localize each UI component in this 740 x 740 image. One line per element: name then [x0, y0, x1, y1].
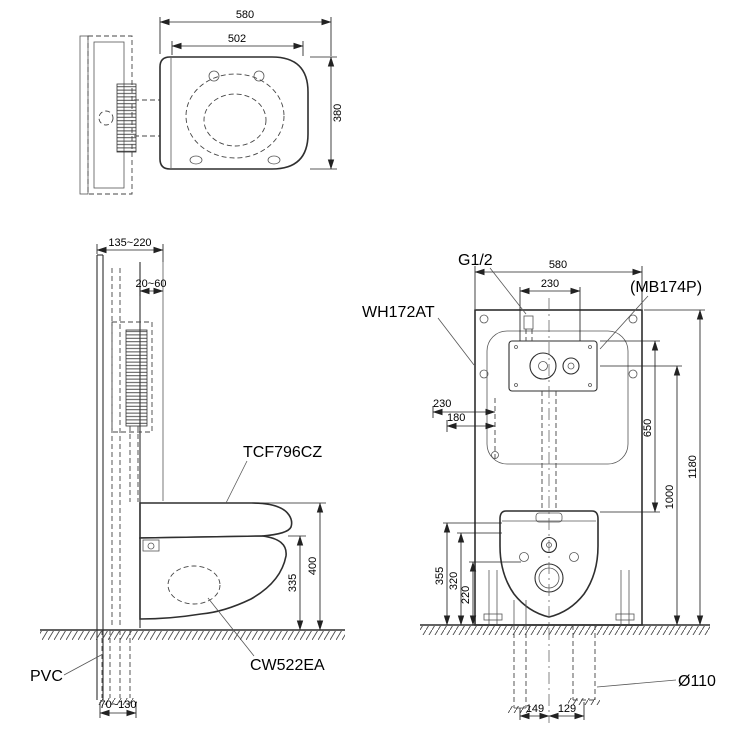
flush-valve-large	[529, 352, 557, 380]
dim-220: 220	[460, 561, 521, 626]
trap-hidden-line	[167, 565, 221, 605]
frame-panel-outline	[486, 330, 629, 465]
label-g12: G1/2	[458, 252, 527, 315]
inwall-frame-plan	[79, 35, 160, 195]
dim-400: 400	[252, 502, 326, 631]
dim-580-front: 580	[474, 259, 643, 309]
dim-20-60: 20~60	[136, 278, 167, 296]
cistern-side	[111, 321, 153, 502]
dim-text-20-60: 20~60	[136, 278, 167, 290]
dim-580-plan: 580	[159, 9, 332, 56]
drain-pipes-side	[97, 630, 137, 705]
label-tcf796cz: TCF796CZ	[225, 444, 322, 504]
dim-355: 355	[434, 522, 502, 626]
label-text-mb174p: (MB174P)	[630, 279, 702, 296]
dim-text-400: 400	[307, 557, 319, 575]
pipe-end-hatch-side	[97, 698, 137, 705]
toilet-plan	[159, 56, 309, 170]
dim-180-left: 180	[446, 412, 496, 432]
washlet-seat-side	[139, 502, 293, 539]
label-text-tcf796cz: TCF796CZ	[243, 444, 322, 461]
dim-129: 129	[548, 702, 585, 720]
dim-text-502-plan: 502	[228, 33, 246, 45]
label-wh172at: WH172AT	[362, 304, 475, 366]
dim-650: 650	[600, 340, 660, 513]
drain-pipe-end-hatch	[568, 698, 600, 705]
leader-mb174p	[599, 295, 649, 350]
label-text-wh172at: WH172AT	[362, 304, 435, 321]
dim-text-180-left: 180	[447, 412, 465, 424]
dim-text-650: 650	[642, 419, 654, 437]
leader-cw522ea	[207, 597, 255, 657]
leader-drain-diameter	[596, 679, 677, 688]
seat-ring-outer	[185, 73, 285, 159]
toilet-plan-outline	[159, 56, 309, 170]
dim-text-335: 335	[287, 574, 299, 592]
dim-1180: 1180	[644, 309, 705, 626]
supply-fitting	[523, 315, 534, 330]
cistern-tank-front	[508, 340, 598, 392]
top-view-plan: 580 502 380	[79, 9, 344, 195]
dim-text-135-220: 135~220	[108, 237, 151, 249]
frame-foot-right	[615, 613, 635, 621]
bowl-side	[139, 535, 287, 620]
label-text-pvc: PVC	[30, 668, 63, 685]
label-pvc: PVC	[30, 653, 104, 685]
leader-wh172at	[437, 317, 475, 366]
label-text-cw522ea: CW522EA	[250, 657, 325, 674]
dim-text-380-plan: 380	[332, 104, 344, 122]
dim-text-355: 355	[434, 567, 446, 585]
dim-text-149: 149	[526, 703, 544, 715]
floor-hatch-side	[40, 631, 345, 640]
dim-380-plan: 380	[310, 56, 344, 170]
pipes-front	[508, 625, 600, 713]
dim-335: 335	[287, 535, 306, 631]
dim-text-129: 129	[558, 703, 576, 715]
dim-text-580-plan: 580	[236, 9, 254, 21]
label-text-g12: G1/2	[458, 252, 493, 269]
dim-text-1000: 1000	[664, 485, 676, 509]
dim-text-580-front: 580	[549, 259, 567, 271]
dim-135-220: 135~220	[96, 237, 164, 262]
cistern-front	[491, 315, 598, 511]
dim-1000: 1000	[600, 365, 682, 626]
wall-section-side	[96, 254, 164, 700]
side-view: 135~220 20~60 70~130 335 400 TCF796CZ CW…	[30, 237, 345, 718]
dim-text-220: 220	[460, 586, 472, 604]
label-mb174p: (MB174P)	[599, 279, 702, 350]
cistern-section-hatch	[116, 83, 137, 153]
dim-text-320: 320	[448, 572, 460, 590]
leader-pvc	[63, 653, 104, 676]
leader-g12	[489, 267, 527, 315]
frame-foot-left	[483, 613, 503, 621]
dim-230-front-top: 230	[519, 278, 581, 341]
floor-side	[40, 629, 345, 640]
dim-149: 149	[519, 703, 550, 720]
dim-text-70-130: 70~130	[99, 699, 136, 711]
label-cw522ea: CW522EA	[207, 597, 325, 674]
dim-text-230-top: 230	[541, 278, 559, 290]
cistern-side-hatch	[125, 329, 148, 427]
dim-text-230-left: 230	[433, 398, 451, 410]
dim-text-drain-diameter: Ø110	[678, 673, 716, 690]
toilet-side	[139, 502, 293, 620]
flush-valve-small	[562, 357, 580, 375]
leader-tcf796cz	[225, 460, 248, 504]
dim-drain-diameter: Ø110	[596, 673, 716, 690]
dim-320: 320	[448, 532, 502, 626]
floor-front	[420, 624, 710, 635]
dim-230-left: 230	[432, 398, 496, 418]
seat-ring-inner	[203, 93, 267, 147]
dim-text-1180: 1180	[687, 455, 699, 479]
dim-70-130: 70~130	[99, 699, 137, 718]
floor-hatch-front	[420, 626, 710, 635]
front-view: 580 230 650 1000 1180 230 180 355	[362, 252, 716, 723]
dim-502-plan: 502	[171, 33, 304, 56]
